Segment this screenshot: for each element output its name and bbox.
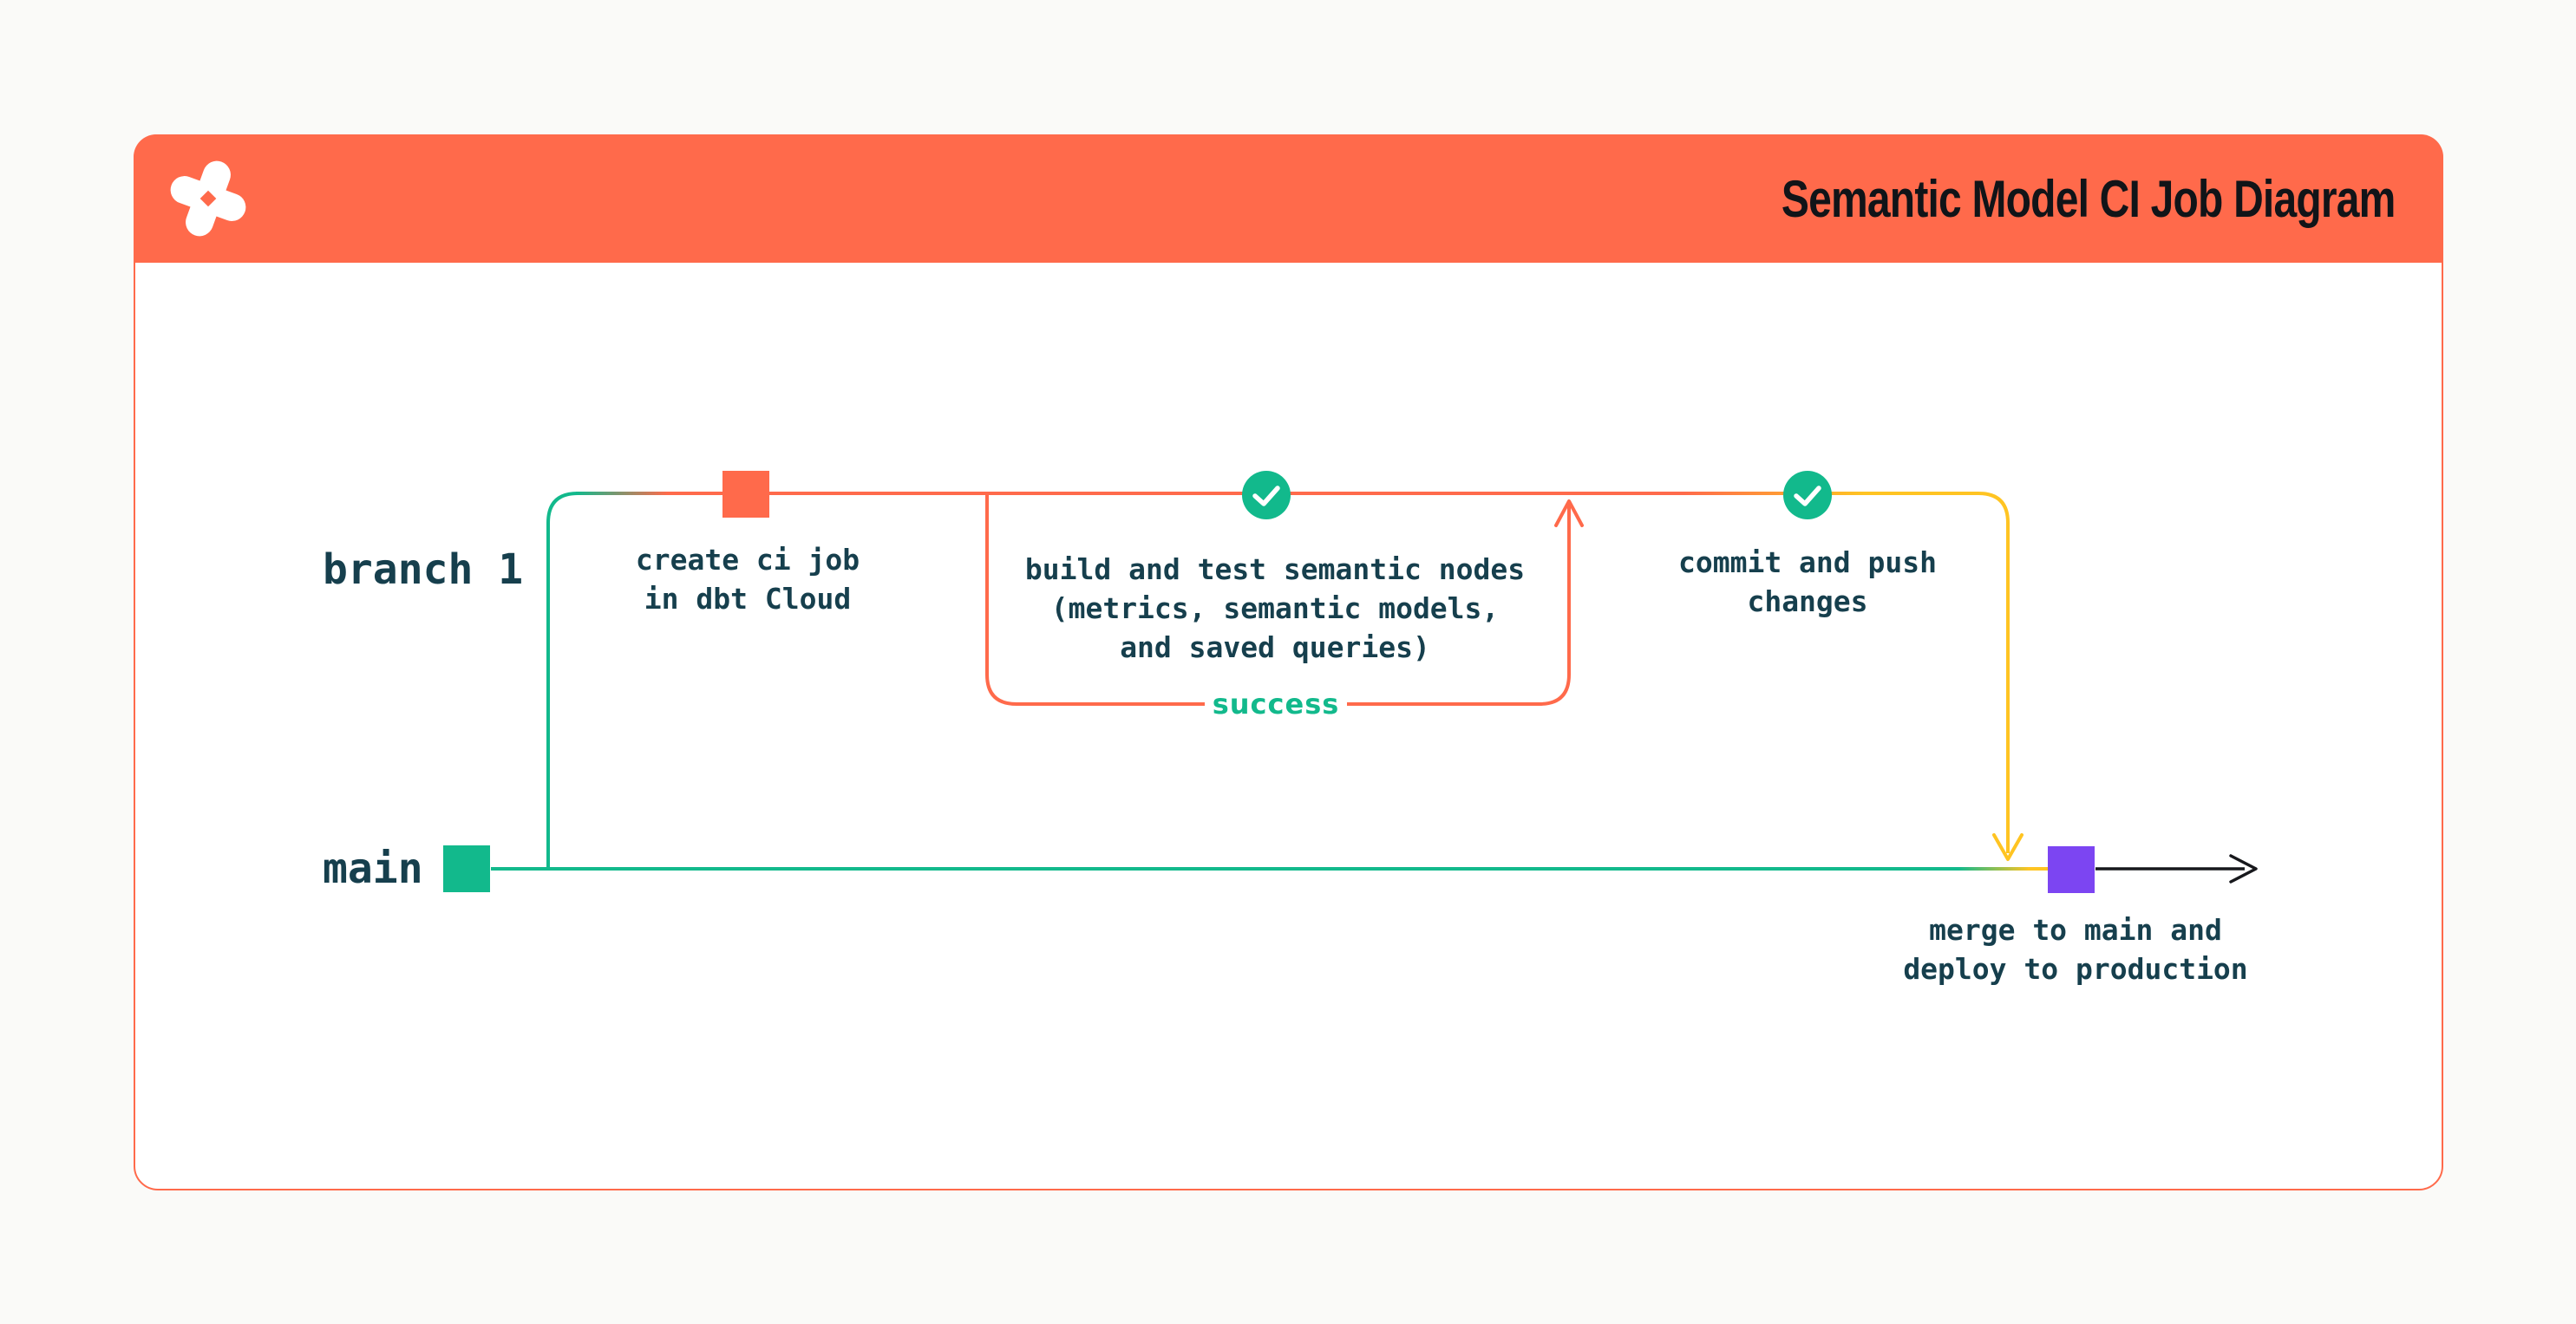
node-merge-deploy: merge to main and deploy to production bbox=[1903, 913, 2248, 986]
node-build-test: build and test semantic nodes (metrics, … bbox=[1024, 552, 1526, 664]
dbt-logo-icon bbox=[170, 160, 246, 237]
arrow-up-icon bbox=[1554, 499, 1584, 527]
success-loop-right bbox=[1347, 505, 1571, 706]
check-icon-commit-push bbox=[1783, 471, 1832, 519]
success-loop-left bbox=[985, 495, 1205, 706]
commit-square-main bbox=[443, 845, 490, 892]
page-title: Semantic Model CI Job Diagram bbox=[1782, 169, 2396, 228]
commit-square-merge bbox=[2048, 846, 2095, 893]
arrow-down-icon bbox=[1992, 833, 2024, 861]
main-label: main bbox=[323, 845, 423, 893]
success-label: success bbox=[1212, 688, 1340, 721]
node-commit-push: commit and push changes bbox=[1677, 545, 1937, 618]
check-icon-build-test bbox=[1242, 471, 1291, 519]
branch-line-yellow-merge bbox=[1863, 492, 2010, 853]
commit-square-create-ci bbox=[722, 471, 769, 518]
card-header: Semantic Model CI Job Diagram bbox=[134, 134, 2443, 263]
arrow-right-icon bbox=[2229, 854, 2258, 884]
diagram-card bbox=[134, 134, 2443, 1190]
branch-label: branch 1 bbox=[323, 545, 524, 594]
node-create-ci-job: create ci job in dbt Cloud bbox=[635, 543, 860, 616]
